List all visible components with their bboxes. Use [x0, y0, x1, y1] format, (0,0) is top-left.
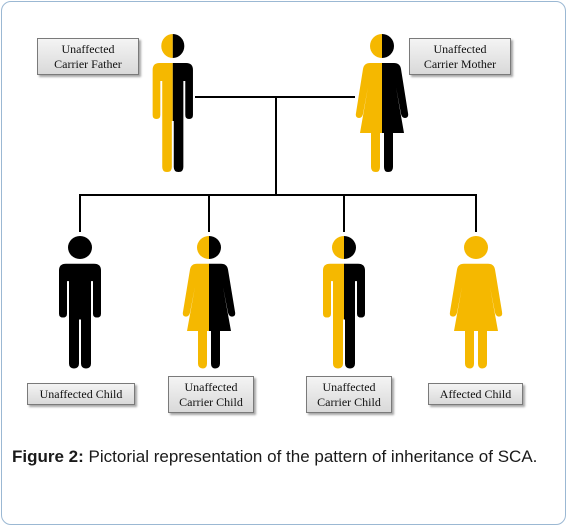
- pedigree-lines: [79, 96, 477, 232]
- carrier-daughter-figure: [182, 235, 236, 369]
- child4-label: Affected Child: [428, 383, 523, 405]
- unaffected-child-figure: [59, 235, 101, 369]
- child1-label: Unaffected Child: [27, 383, 135, 405]
- mother-label: Unaffected Carrier Mother: [409, 38, 511, 75]
- carrier-father-figure: [152, 34, 193, 172]
- figure-caption: Figure 2: Pictorial representation of th…: [12, 444, 557, 470]
- child3-label: Unaffected Carrier Child: [306, 376, 392, 413]
- carrier-mother-figure: [355, 34, 409, 172]
- father-label: Unaffected Carrier Father: [37, 38, 139, 75]
- child2-label: Unaffected Carrier Child: [168, 376, 254, 413]
- pedigree-diagram: [59, 34, 503, 369]
- caption-text: Pictorial representation of the pattern …: [83, 447, 538, 466]
- affected-child-figure: [449, 235, 503, 369]
- carrier-son-figure: [323, 235, 365, 369]
- caption-prefix: Figure 2:: [12, 447, 84, 466]
